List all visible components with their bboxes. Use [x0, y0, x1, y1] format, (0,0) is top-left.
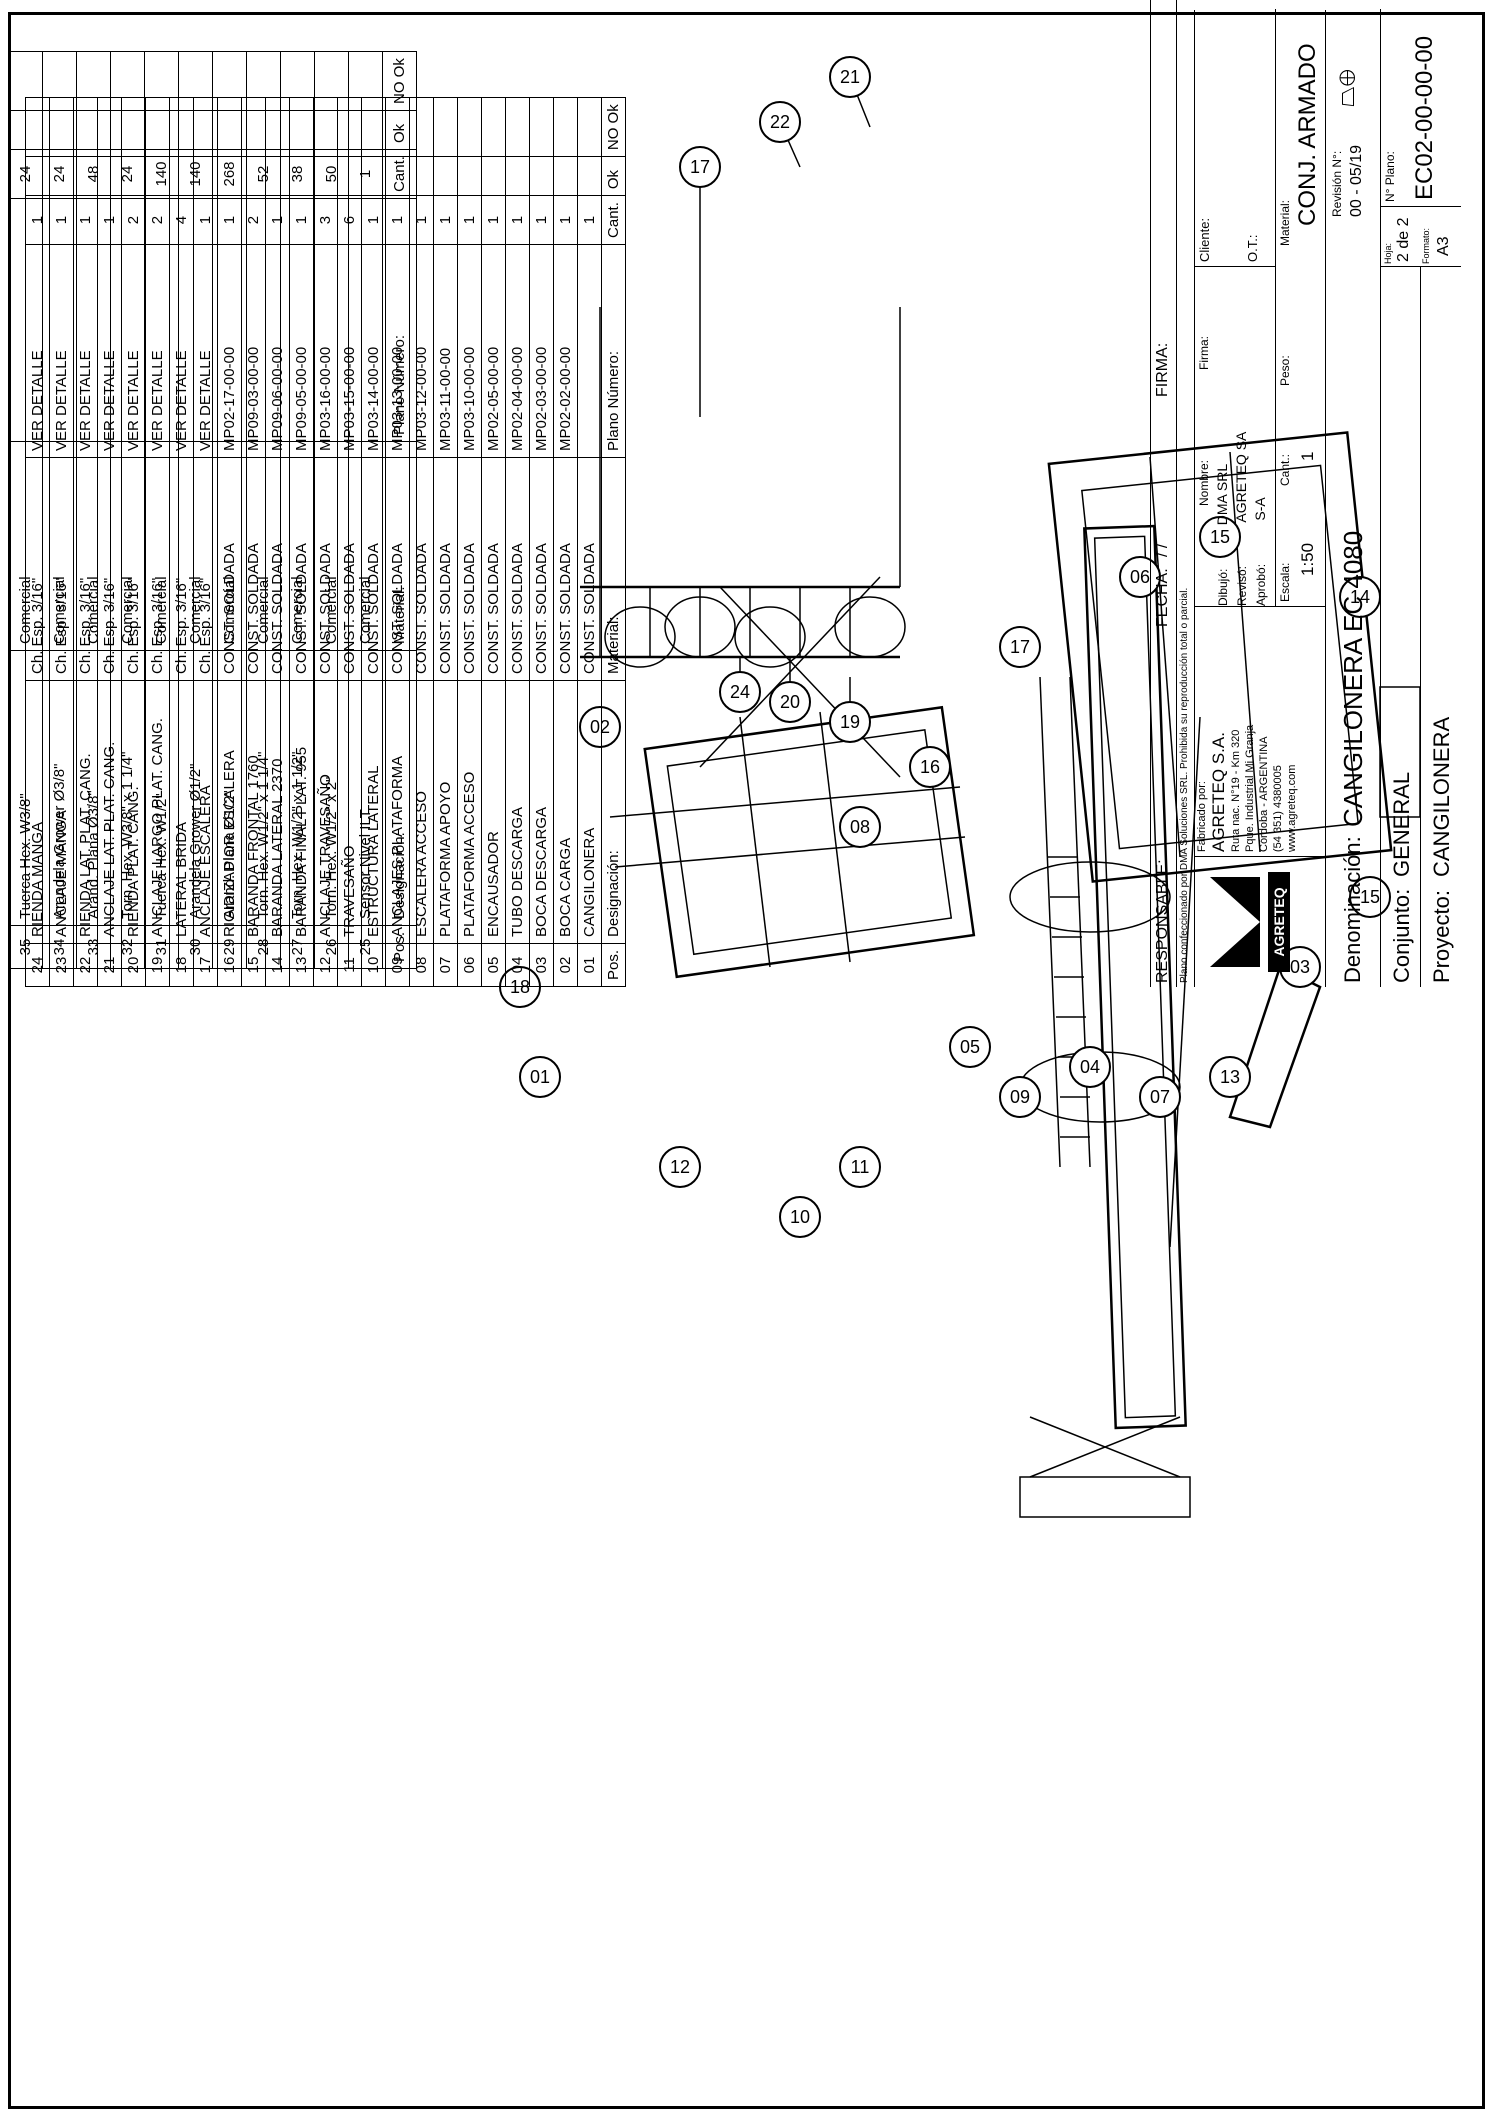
callout-19: 19 — [829, 677, 871, 743]
callout-20: 20 — [769, 657, 811, 723]
callout-11: 11 — [839, 1146, 881, 1188]
callout-12: 12 — [659, 1146, 701, 1188]
svg-text:12: 12 — [670, 1157, 690, 1177]
svg-text:19: 19 — [840, 712, 860, 732]
callout-17a: 17 — [679, 146, 721, 417]
callout-16: 16 — [909, 746, 951, 788]
svg-text:22: 22 — [770, 112, 790, 132]
svg-text:17: 17 — [690, 157, 710, 177]
callout-17b: 17 — [999, 626, 1041, 668]
svg-text:04: 04 — [1080, 1057, 1100, 1077]
svg-text:01: 01 — [530, 1067, 550, 1087]
svg-text:09: 09 — [1010, 1087, 1030, 1107]
callout-04: 04 — [1069, 1046, 1111, 1088]
callout-08: 08 — [839, 806, 881, 848]
callout-02: 02 — [579, 706, 621, 748]
svg-text:02: 02 — [590, 717, 610, 737]
callouts-view2: 15 14 06 17 16 02 08 18 01 12 10 11 09 0… — [499, 516, 1391, 1238]
callout-03: 03 — [1279, 946, 1321, 988]
svg-text:20: 20 — [780, 692, 800, 712]
svg-text:14: 14 — [1350, 587, 1370, 607]
callout-22: 22 — [759, 101, 801, 168]
svg-text:11: 11 — [851, 1157, 870, 1177]
callout-09: 09 — [999, 1076, 1041, 1118]
callout-05: 05 — [949, 1026, 991, 1068]
callout-13: 13 — [1209, 1056, 1251, 1098]
callout-07: 07 — [1139, 1076, 1181, 1118]
svg-text:10: 10 — [790, 1207, 810, 1227]
svg-text:05: 05 — [960, 1037, 980, 1057]
callout-21: 21 — [829, 56, 871, 128]
callout-14: 14 — [1339, 576, 1381, 618]
callout-18: 18 — [499, 966, 541, 1008]
callout-10: 10 — [779, 1196, 821, 1238]
svg-text:21: 21 — [840, 67, 860, 87]
callout-15b: 15 — [1349, 876, 1391, 918]
svg-text:06: 06 — [1130, 567, 1150, 587]
svg-text:16: 16 — [920, 757, 940, 777]
callouts-view1: 21 22 17 24 20 19 — [679, 56, 871, 743]
view-platform-detail — [580, 307, 976, 979]
svg-text:17: 17 — [1010, 637, 1030, 657]
callout-06: 06 — [1119, 556, 1161, 598]
callout-24: 24 — [719, 657, 761, 713]
svg-text:24: 24 — [730, 682, 750, 702]
svg-text:13: 13 — [1220, 1067, 1240, 1087]
svg-text:07: 07 — [1150, 1087, 1170, 1107]
callout-15a: 15 — [1199, 516, 1241, 558]
svg-text:03: 03 — [1290, 957, 1310, 977]
svg-text:18: 18 — [510, 977, 530, 997]
svg-text:15: 15 — [1210, 527, 1230, 547]
callout-01: 01 — [519, 1056, 561, 1098]
svg-text:15: 15 — [1360, 887, 1380, 907]
svg-text:08: 08 — [850, 817, 870, 837]
